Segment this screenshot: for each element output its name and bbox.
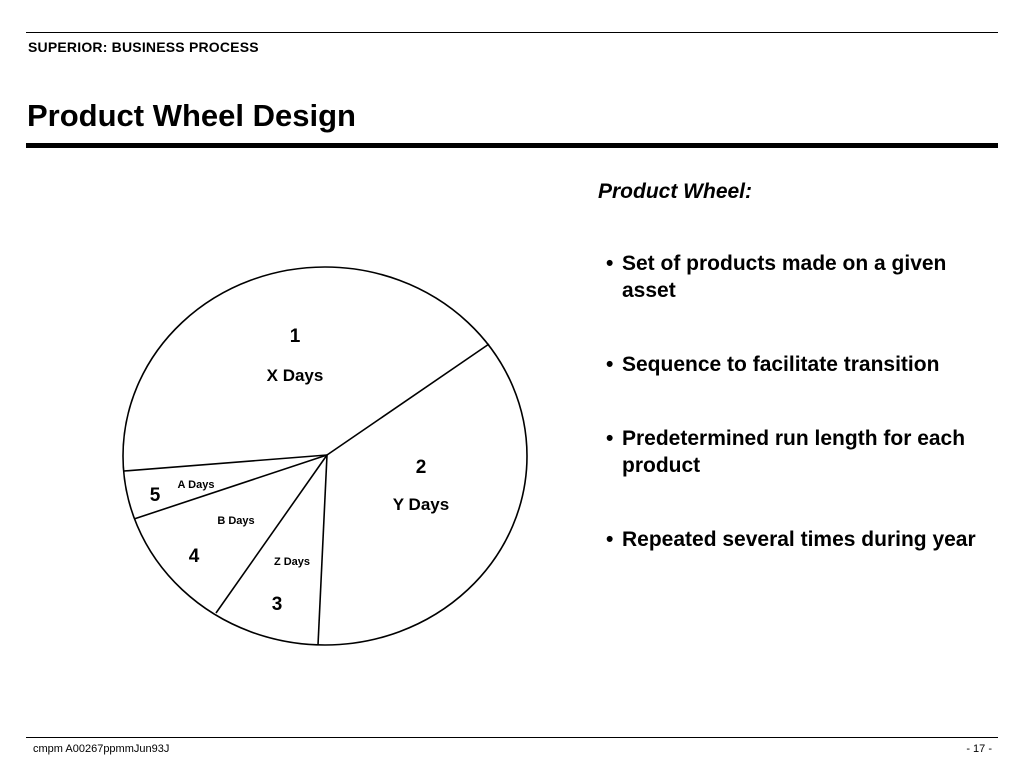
footer-page-number: - 17 - xyxy=(966,743,992,755)
page-title: Product Wheel Design xyxy=(27,98,356,133)
wheel-divider-4 xyxy=(133,454,328,520)
segment-3-label: Z Days xyxy=(274,556,310,568)
segment-4-number: 4 xyxy=(189,546,200,567)
wheel-divider-2 xyxy=(317,454,328,646)
bullet-item: Set of products made on a given asset xyxy=(598,250,998,304)
bullet-item: Sequence to facilitate transition xyxy=(598,351,998,378)
title-rule xyxy=(26,143,998,148)
segment-4-label: B Days xyxy=(217,515,254,527)
wheel-divider-1 xyxy=(326,343,490,456)
description-panel: Product Wheel: Set of products made on a… xyxy=(598,180,998,600)
wheel-divider-5 xyxy=(123,454,328,472)
footer-document-id: cmpm A00267ppmmJun93J xyxy=(33,743,170,755)
segment-5-number: 5 xyxy=(150,485,161,506)
segment-3-number: 3 xyxy=(272,594,283,615)
header-label: SUPERIOR: BUSINESS PROCESS xyxy=(28,39,259,55)
header-rule xyxy=(26,32,998,33)
segment-5-label: A Days xyxy=(178,479,215,491)
segment-1-number: 1 xyxy=(290,326,301,347)
wheel-outline xyxy=(122,266,528,646)
footer-rule xyxy=(26,737,998,738)
segment-2-label: Y Days xyxy=(393,495,449,514)
wheel-divider-3 xyxy=(215,454,328,614)
panel-heading: Product Wheel: xyxy=(598,180,753,203)
bullet-item: Predetermined run length for each produc… xyxy=(598,425,998,479)
segment-1-label: X Days xyxy=(267,366,324,385)
bullet-list: Set of products made on a given asset Se… xyxy=(598,250,998,553)
segment-2-number: 2 xyxy=(416,457,427,478)
bullet-item: Repeated several times during year xyxy=(598,526,998,553)
